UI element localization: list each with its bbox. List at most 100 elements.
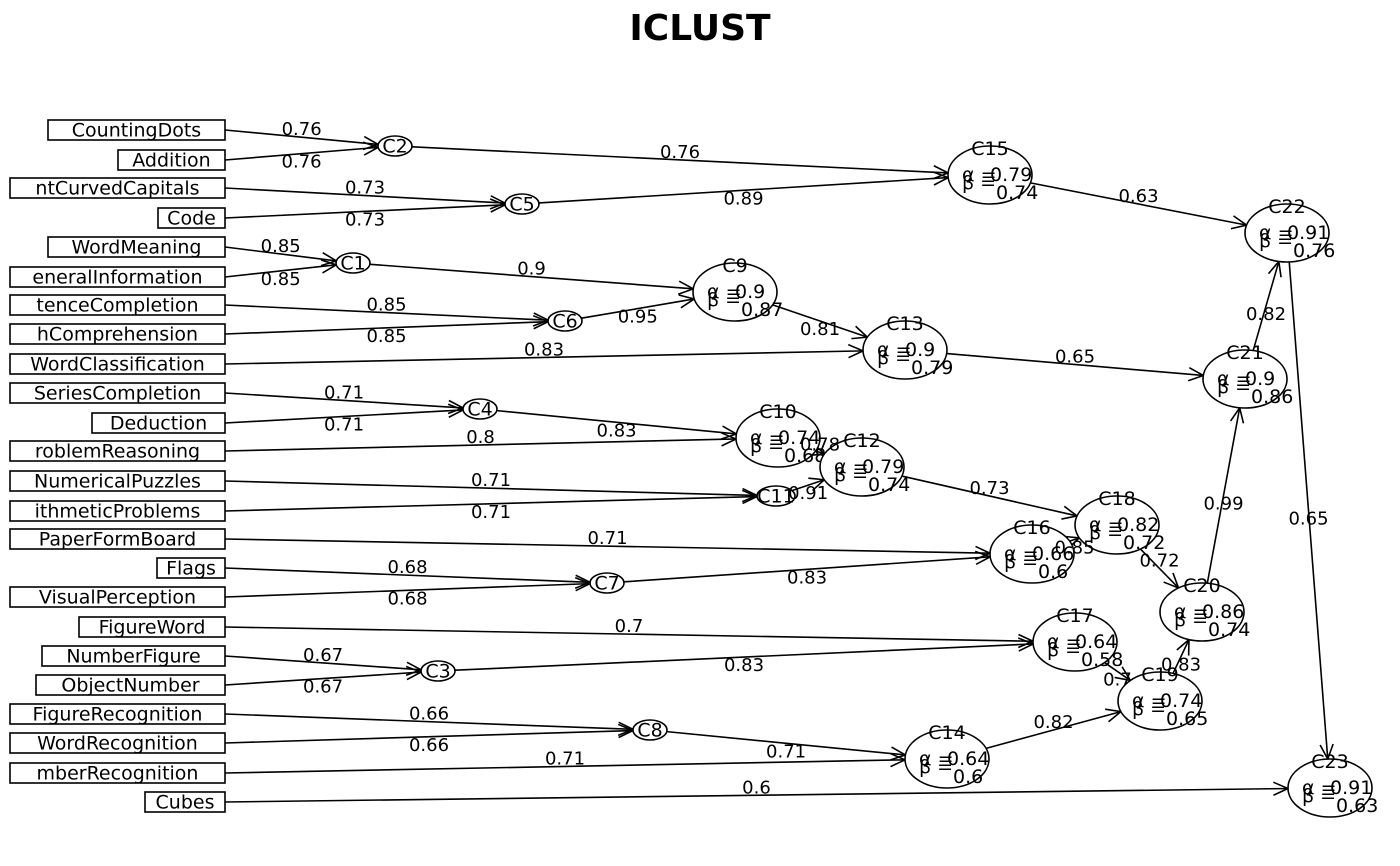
cluster-label: C6	[552, 311, 577, 333]
item-box	[9, 528, 226, 550]
edge-line	[224, 582, 591, 598]
edge-weight-label: 0.85	[366, 295, 406, 316]
item-label: PaperFormBoard	[39, 529, 197, 551]
item-node-NumberFigure: NumberFigure	[41, 645, 226, 668]
cluster-ellipse	[735, 408, 821, 468]
edge-weight-label: 0.83	[1161, 655, 1201, 676]
edge-weight-label: 0.83	[597, 420, 637, 441]
edge-weight-label: 0.68	[387, 557, 427, 578]
item-box	[9, 762, 226, 784]
cluster-alpha: 0.79	[990, 164, 1032, 186]
cluster-node-C2: C2	[377, 135, 413, 158]
beta-glyph: β =	[1259, 230, 1293, 252]
edge-weight-label: 0.71	[324, 414, 364, 435]
edge-line	[224, 671, 422, 686]
beta-glyph: β =	[877, 347, 911, 369]
edge-weight-label: 0.82	[1246, 304, 1286, 325]
edge-weight-label: 0.85	[261, 236, 301, 257]
cluster-label: C8	[637, 720, 662, 742]
alpha-glyph: α =	[834, 456, 868, 478]
edge-line	[224, 538, 991, 555]
item-box	[9, 500, 226, 522]
item-box	[9, 353, 226, 375]
cluster-label: C14	[928, 722, 965, 744]
cluster-label: C4	[467, 399, 492, 421]
beta-glyph: β =	[1047, 639, 1081, 661]
beta-glyph: β =	[707, 289, 741, 311]
item-box	[78, 616, 226, 638]
cluster-ellipse	[420, 660, 456, 682]
cluster-label: C13	[886, 313, 923, 335]
edge-weight-label: 0.78	[800, 435, 840, 456]
item-label: WordClassification	[30, 354, 205, 376]
cluster-ellipse	[819, 437, 905, 497]
beta-glyph: β =	[962, 172, 996, 194]
edge-line	[224, 713, 634, 731]
item-box	[47, 236, 226, 258]
cluster-ellipse	[377, 135, 413, 157]
item-node-Flags: Flags	[156, 557, 226, 580]
alpha-glyph: α =	[1302, 777, 1336, 799]
beta-glyph: β =	[1302, 785, 1336, 807]
item-label: hComprehension	[37, 324, 198, 346]
edge-weight-label: 0.8	[466, 427, 495, 448]
item-label: CountingDots	[72, 120, 201, 142]
edge-weight-label: 0.83	[787, 567, 827, 588]
item-label: VisualPerception	[39, 587, 196, 609]
item-box	[9, 294, 226, 316]
edge-line	[623, 556, 991, 583]
edge-line	[224, 409, 464, 424]
edge-line	[454, 643, 1034, 672]
edge-line	[224, 304, 549, 322]
alpha-glyph: α =	[1217, 368, 1251, 390]
edge-line	[666, 730, 906, 756]
beta-glyph: β =	[1089, 522, 1123, 544]
edge-line	[581, 298, 695, 320]
item-node-NumberRecognition: mberRecognition	[9, 762, 226, 785]
item-box	[9, 470, 226, 492]
item-label: ithmeticProblems	[35, 501, 201, 523]
edge-line	[791, 478, 825, 492]
cluster-label: C5	[509, 194, 534, 216]
cluster-label: C10	[759, 401, 796, 423]
cluster-ellipse	[1074, 495, 1160, 555]
cluster-ellipse	[947, 145, 1033, 205]
edge-weight-label: 0.82	[1033, 712, 1073, 733]
item-node-WordMeaning: WordMeaning	[47, 236, 226, 259]
cluster-label: C17	[1056, 605, 1093, 627]
edge-weight-label: 0.85	[1054, 538, 1094, 559]
edge-line	[496, 409, 737, 435]
edge-weight-label: 0.76	[282, 119, 322, 140]
edge-line	[224, 495, 758, 512]
item-node-PaperFormBoard: PaperFormBoard	[9, 528, 226, 551]
cluster-label: C20	[1183, 575, 1220, 597]
edge-weight-label: 0.71	[545, 748, 585, 769]
edge-weight-label: 0.95	[618, 307, 658, 328]
alpha-glyph: α =	[1132, 690, 1166, 712]
cluster-alpha: 0.74	[778, 427, 820, 449]
item-node-WordRecognition: WordRecognition	[9, 732, 226, 755]
edge-weight-label: 0.7	[1103, 670, 1132, 691]
cluster-label: C12	[843, 430, 880, 452]
cluster-node-C11: C11	[756, 485, 796, 508]
beta-glyph: β =	[750, 435, 784, 457]
edge-weight-label: 0.65	[1288, 509, 1328, 530]
item-node-FigureRecognition: FigureRecognition	[9, 703, 226, 726]
cluster-ellipse	[589, 572, 625, 594]
alpha-glyph: α =	[962, 164, 996, 186]
item-node-CountingDots: CountingDots	[47, 119, 226, 142]
cluster-node-C5: C5	[504, 193, 540, 216]
cluster-ellipse	[632, 719, 668, 741]
cluster-beta: 0.87	[741, 299, 783, 321]
edge-weight-label: 0.6	[742, 777, 771, 798]
cluster-label: C16	[1013, 517, 1050, 539]
edge-weight-label: 0.71	[324, 382, 364, 403]
item-node-VisualPerception: VisualPerception	[9, 586, 226, 609]
